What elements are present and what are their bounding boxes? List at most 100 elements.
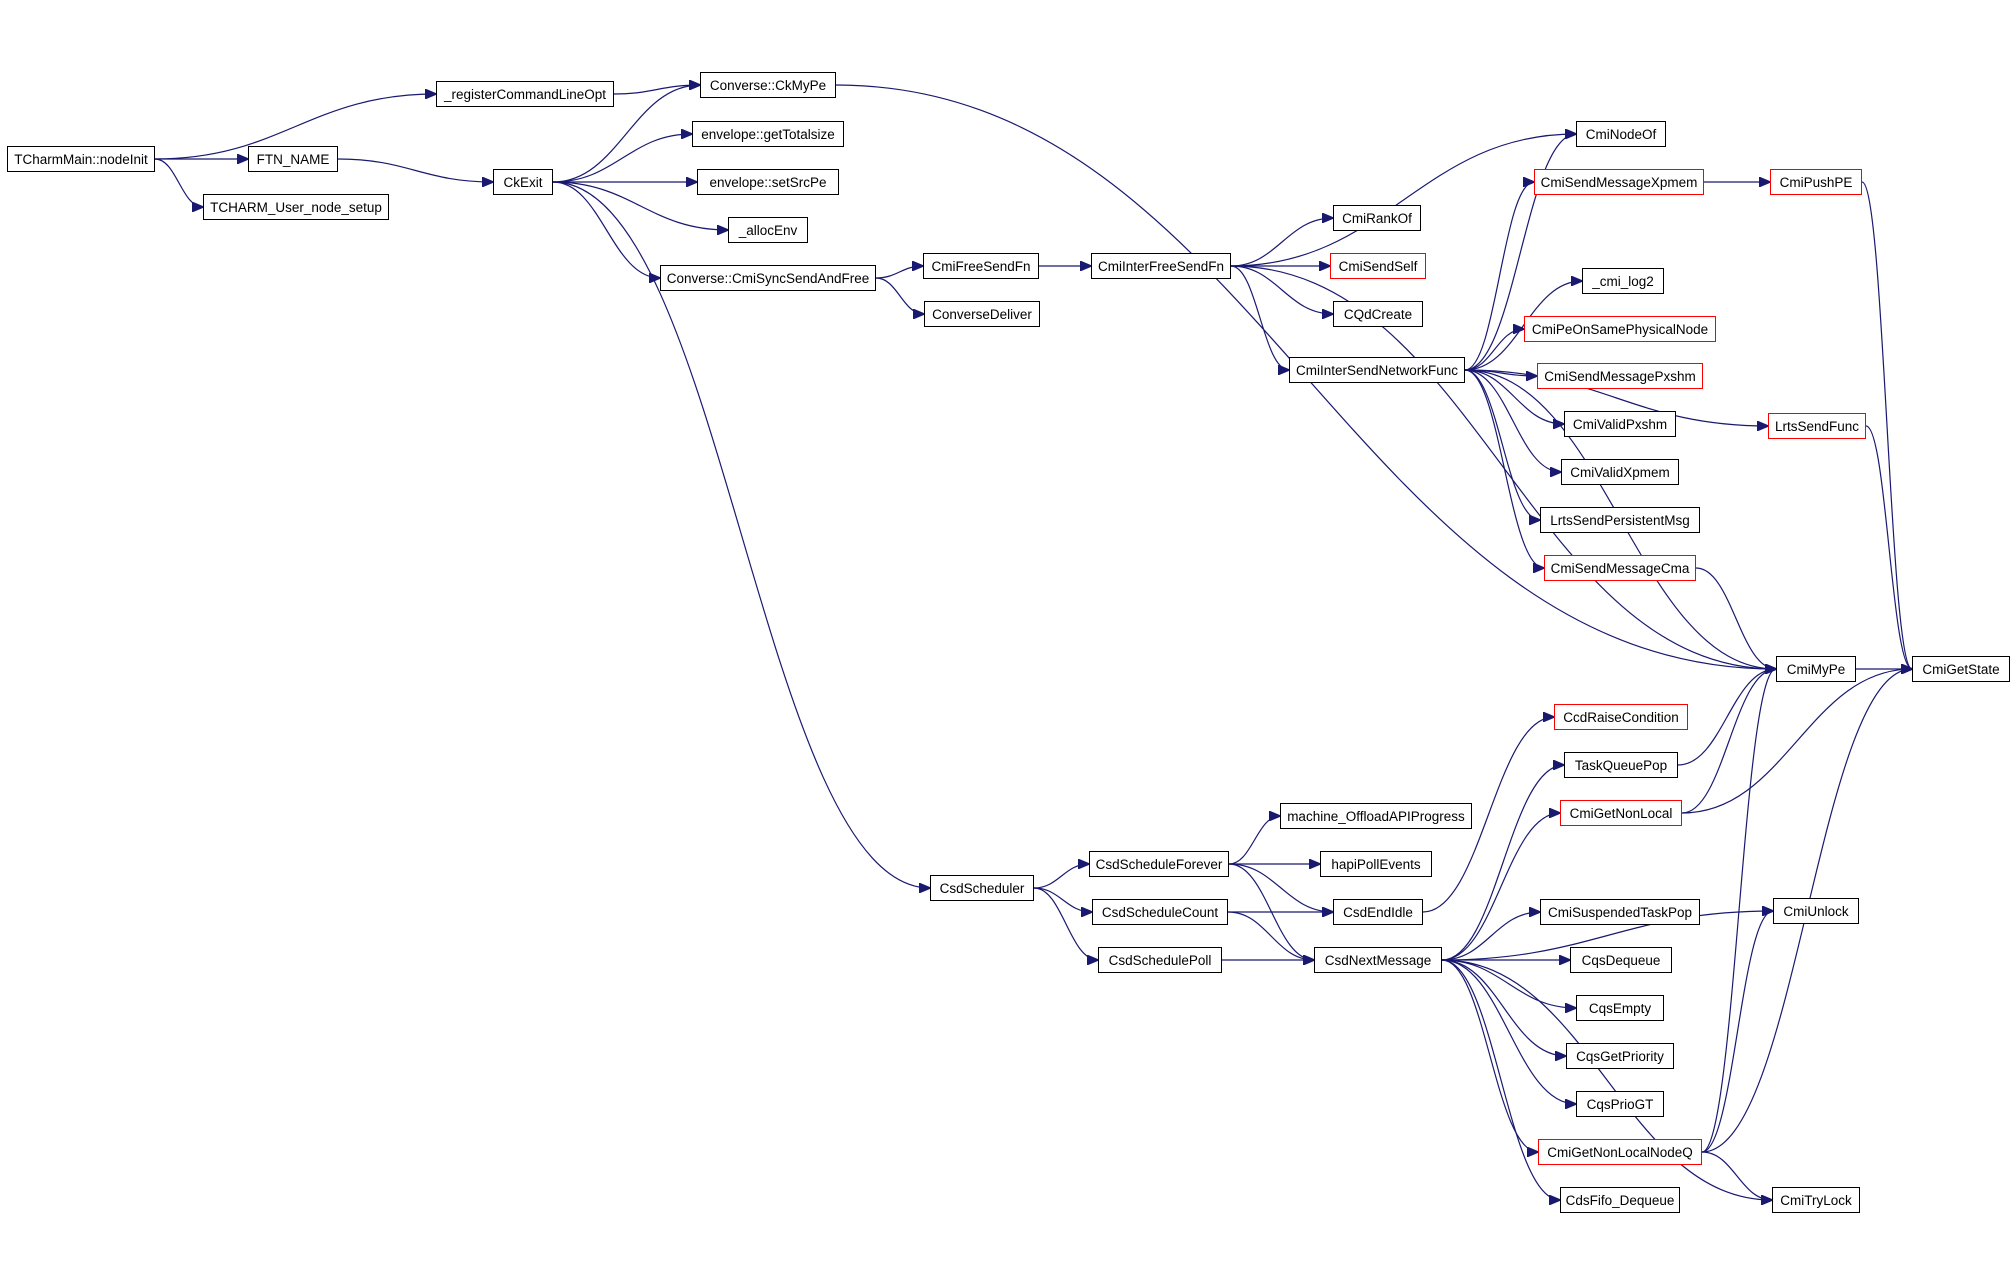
- node-registercommandlineopt[interactable]: _registerCommandLineOpt: [436, 81, 614, 107]
- node-csdnextmessage[interactable]: CsdNextMessage: [1314, 947, 1442, 973]
- edge-n1-n2: [154, 94, 436, 160]
- edge-n43-n41: [1441, 912, 1540, 961]
- edge-n39-n31: [1422, 717, 1554, 913]
- node-cmifreesendfn[interactable]: CmiFreeSendFn: [923, 253, 1039, 279]
- edge-n43-n48: [1441, 959, 1538, 1152]
- edge-n18-n24: [1464, 369, 1564, 424]
- edge-n48-n40: [1701, 911, 1773, 1153]
- node-ccdraisecondition[interactable]: CcdRaiseCondition: [1554, 704, 1688, 730]
- edge-n18-n14: [1464, 134, 1576, 371]
- node-cqsempty[interactable]: CqsEmpty: [1576, 995, 1664, 1021]
- edge-n33-n30: [1681, 669, 1912, 814]
- node-converse-cmisyncsendandfree[interactable]: Converse::CmiSyncSendAndFree: [660, 265, 876, 291]
- node-machine-offloadapiprogress[interactable]: machine_OffloadAPIProgress: [1280, 803, 1472, 829]
- edge-layer: [154, 85, 1912, 1200]
- node-cmimype[interactable]: CmiMyPe: [1776, 656, 1856, 682]
- edge-n35-n34: [1228, 816, 1280, 865]
- edge-n35-n39: [1228, 863, 1333, 912]
- node-csdschedulepoll[interactable]: CsdSchedulePoll: [1098, 947, 1222, 973]
- node-cmivalidpxshm[interactable]: CmiValidPxshm: [1564, 411, 1676, 437]
- edge-n48-n29: [1701, 669, 1776, 1153]
- node-cmiinterfreesendfn[interactable]: CmiInterFreeSendFn: [1091, 253, 1231, 279]
- edge-n43-n40: [1441, 911, 1773, 961]
- node-ckexit[interactable]: CkExit: [493, 169, 553, 195]
- node-cmisuspendedtaskpop[interactable]: CmiSuspendedTaskPop: [1540, 899, 1700, 925]
- edge-n48-n50: [1701, 1151, 1772, 1200]
- node-allocenv[interactable]: _allocEnv: [728, 217, 808, 243]
- node-cmipeonsamephysicalnode[interactable]: CmiPeOnSamePhysicalNode: [1524, 316, 1716, 342]
- node-lrtssendpersistentmsg[interactable]: LrtsSendPersistentMsg: [1540, 507, 1700, 533]
- edge-n5-n7: [552, 134, 692, 183]
- edge-n43-n33: [1441, 813, 1560, 961]
- edge-n37-n42: [1033, 887, 1098, 960]
- node-cmisendmessagepxshm[interactable]: CmiSendMessagePxshm: [1537, 363, 1703, 389]
- edge-n33-n29: [1681, 669, 1776, 814]
- edge-n43-n50: [1441, 959, 1772, 1200]
- node-envelope-gettotalsize[interactable]: envelope::getTotalsize: [692, 121, 844, 147]
- edge-n5-n37: [552, 181, 930, 888]
- edge-n1-n4: [154, 158, 203, 207]
- edge-n13-n14: [1230, 134, 1576, 267]
- node-cmisendself[interactable]: CmiSendSelf: [1330, 253, 1426, 279]
- edge-n13-n18: [1230, 265, 1289, 370]
- node-envelope-setsrcpe[interactable]: envelope::setSrcPe: [697, 169, 839, 195]
- edge-n37-n35: [1033, 864, 1089, 889]
- edge-n28-n29: [1695, 567, 1776, 669]
- node-conversedeliver[interactable]: ConverseDeliver: [924, 301, 1040, 327]
- edge-n18-n26: [1464, 369, 1561, 472]
- edge-n10-n11: [875, 266, 923, 279]
- node-tcharmmain-nodeinit[interactable]: TCharmMain::nodeInit: [7, 146, 155, 172]
- node-taskqueuepop[interactable]: TaskQueuePop: [1564, 752, 1678, 778]
- node-cminodeof[interactable]: CmiNodeOf: [1576, 121, 1666, 147]
- node-cmipushpe[interactable]: CmiPushPE: [1770, 169, 1862, 195]
- edge-n43-n47: [1441, 959, 1576, 1104]
- node-cmiintersendnetworkfunc[interactable]: CmiInterSendNetworkFunc: [1289, 357, 1465, 383]
- node-cmigetstate[interactable]: CmiGetState: [1912, 656, 2010, 682]
- node-cqsdequeue[interactable]: CqsDequeue: [1570, 947, 1672, 973]
- node-cqspriogt[interactable]: CqsPrioGT: [1576, 1091, 1664, 1117]
- node-csdscheduleforever[interactable]: CsdScheduleForever: [1089, 851, 1229, 877]
- edge-n3-n5: [337, 158, 493, 182]
- edge-n13-n29: [1230, 265, 1776, 669]
- edge-n32-n29: [1677, 669, 1776, 766]
- node-cqsgetpriority[interactable]: CqsGetPriority: [1566, 1043, 1674, 1069]
- edge-n18-n22: [1464, 329, 1524, 371]
- node-cqdcreate[interactable]: CQdCreate: [1333, 301, 1423, 327]
- edge-n10-n12: [875, 277, 924, 314]
- edge-n18-n28: [1464, 369, 1544, 568]
- edge-n43-n46: [1441, 959, 1566, 1056]
- edge-n43-n45: [1441, 959, 1576, 1008]
- node-cmigetnonlocalnodeq[interactable]: CmiGetNonLocalNodeQ: [1538, 1139, 1702, 1165]
- node-cmirankof[interactable]: CmiRankOf: [1333, 205, 1421, 231]
- node-cmisendmessagecma[interactable]: CmiSendMessageCma: [1544, 555, 1696, 581]
- edge-n18-n25: [1464, 369, 1768, 426]
- node-lrtssendfunc[interactable]: LrtsSendFunc: [1768, 413, 1866, 439]
- node-csdschedulecount[interactable]: CsdScheduleCount: [1092, 899, 1228, 925]
- edge-n13-n15: [1230, 218, 1333, 267]
- edge-n18-n27: [1464, 369, 1540, 520]
- node-ftn-name[interactable]: FTN_NAME: [248, 146, 338, 172]
- edge-n18-n19: [1464, 182, 1534, 371]
- node-csdscheduler[interactable]: CsdScheduler: [930, 875, 1034, 901]
- edge-n20-n30: [1861, 181, 1912, 669]
- node-cmisendmessagexpmem[interactable]: CmiSendMessageXpmem: [1534, 169, 1704, 195]
- node-cmiunlock[interactable]: CmiUnlock: [1773, 898, 1859, 924]
- node-converse-ckmype[interactable]: Converse::CkMyPe: [700, 72, 836, 98]
- edge-n13-n17: [1230, 265, 1333, 314]
- node-cmigetnonlocal[interactable]: CmiGetNonLocal: [1560, 800, 1682, 826]
- node-csdendidle[interactable]: CsdEndIdle: [1333, 899, 1423, 925]
- node-cdsfifo-dequeue[interactable]: CdsFifo_Dequeue: [1560, 1187, 1680, 1213]
- edge-n5-n6: [552, 85, 700, 183]
- edge-n5-n9: [552, 181, 728, 230]
- node-hapipollevents[interactable]: hapiPollEvents: [1320, 851, 1432, 877]
- edge-n43-n49: [1441, 959, 1560, 1200]
- node-tcharm-user-node-setup[interactable]: TCHARM_User_node_setup: [203, 194, 389, 220]
- edge-n43-n32: [1441, 765, 1564, 961]
- edge-n5-n10: [552, 181, 660, 278]
- edge-n37-n38: [1033, 887, 1092, 912]
- node-cmitrylock[interactable]: CmiTryLock: [1772, 1187, 1860, 1213]
- edge-n25-n30: [1865, 425, 1912, 669]
- node-cmivalidxpmem[interactable]: CmiValidXpmem: [1561, 459, 1679, 485]
- node-cmi-log2[interactable]: _cmi_log2: [1582, 268, 1664, 294]
